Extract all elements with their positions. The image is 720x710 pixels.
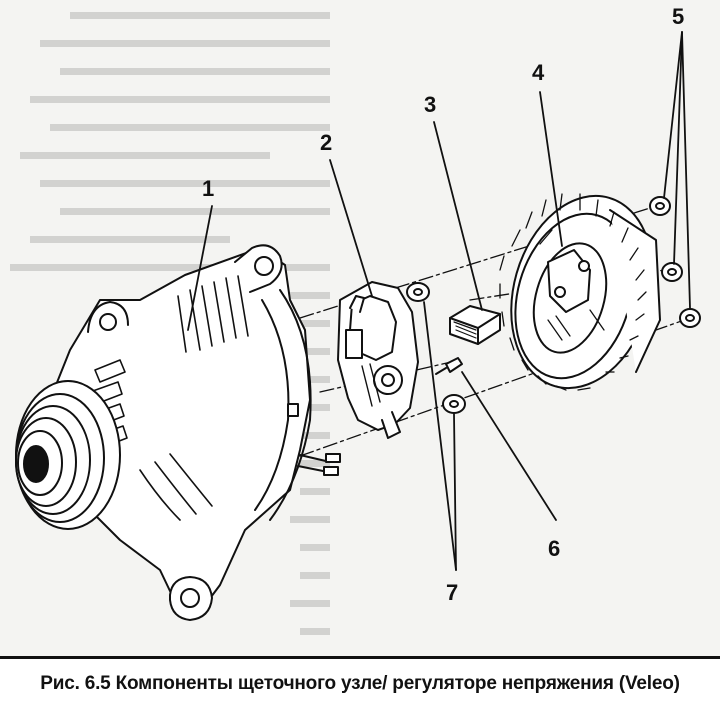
callout-6: 6 (548, 536, 560, 561)
callout-7: 7 (446, 580, 458, 605)
figure-caption: Рис. 6.5 Компоненты щеточного узле/ регу… (40, 673, 680, 694)
callout-2: 2 (320, 130, 332, 155)
callout-4: 4 (532, 60, 545, 85)
callout-5: 5 (672, 4, 684, 29)
callout-1: 1 (202, 176, 214, 201)
brush-holder-regulator (337, 281, 419, 439)
callout-3: 3 (424, 92, 436, 117)
pulley (15, 380, 121, 530)
brush-block (449, 305, 501, 345)
mounting-nut-lower (442, 394, 466, 414)
cover-nut-bottom (679, 308, 701, 328)
alternator-body (49, 244, 341, 621)
cover-nut-middle (661, 262, 683, 282)
rear-cover (499, 193, 661, 391)
cover-nut-top (649, 196, 671, 216)
leader-lines (187, 31, 691, 571)
diagram-drawing: 1 2 3 4 5 6 7 (15, 4, 701, 621)
caption-divider (0, 656, 720, 659)
fixing-screw (435, 357, 463, 375)
mounting-nut-upper (406, 282, 430, 302)
exploded-view-figure: 1 2 3 4 5 6 7 (0, 0, 720, 656)
bleed-through-text (10, 12, 330, 635)
